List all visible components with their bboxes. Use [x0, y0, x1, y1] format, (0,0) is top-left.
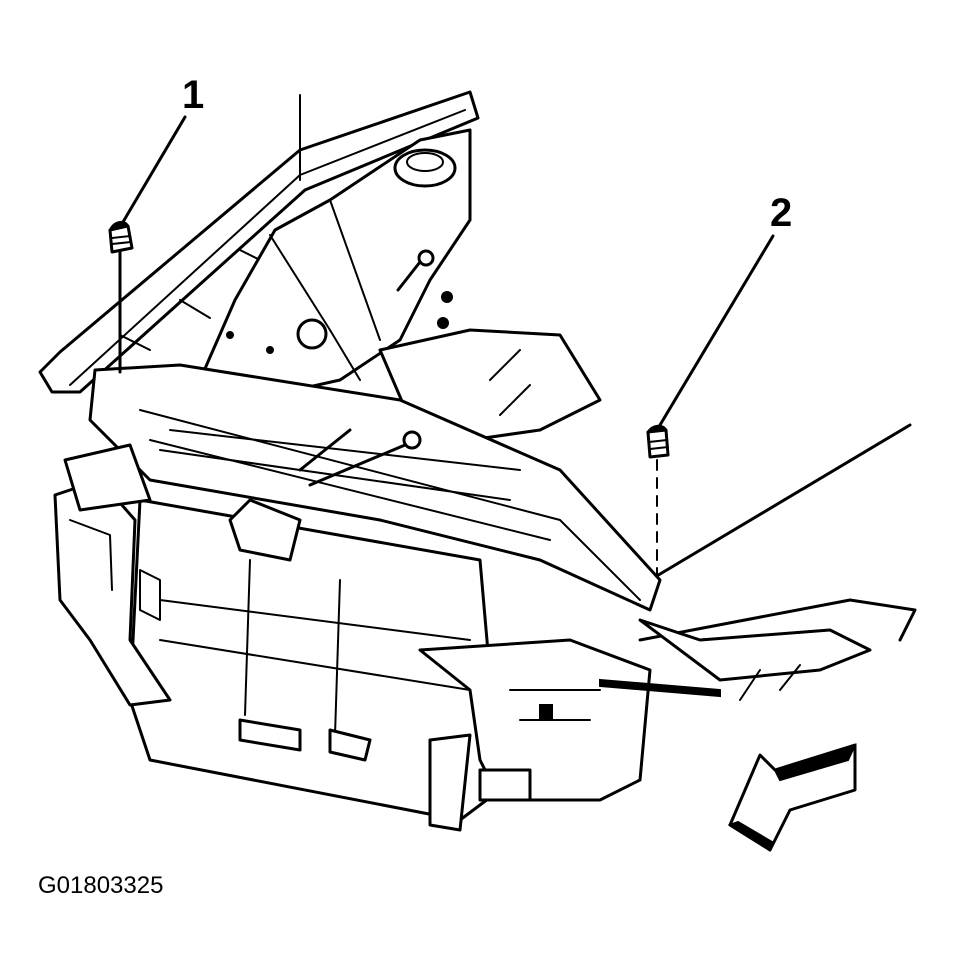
figure-id: G01803325 [38, 872, 164, 899]
left-bracket [53, 443, 172, 707]
front-direction-arrow-icon [727, 743, 857, 852]
callout-2: 2 [770, 191, 792, 235]
radiator-assembly [128, 498, 502, 822]
strut-tower-cap [393, 148, 457, 188]
hood-bumper-2 [646, 424, 670, 576]
hood-bumper-1 [108, 220, 134, 374]
hood [38, 90, 480, 394]
callout-1: 1 [182, 73, 204, 117]
fender-apron [198, 128, 472, 402]
callout-2-leader [658, 234, 775, 427]
callout-1-leader [121, 115, 187, 224]
right-bracket [418, 638, 721, 832]
